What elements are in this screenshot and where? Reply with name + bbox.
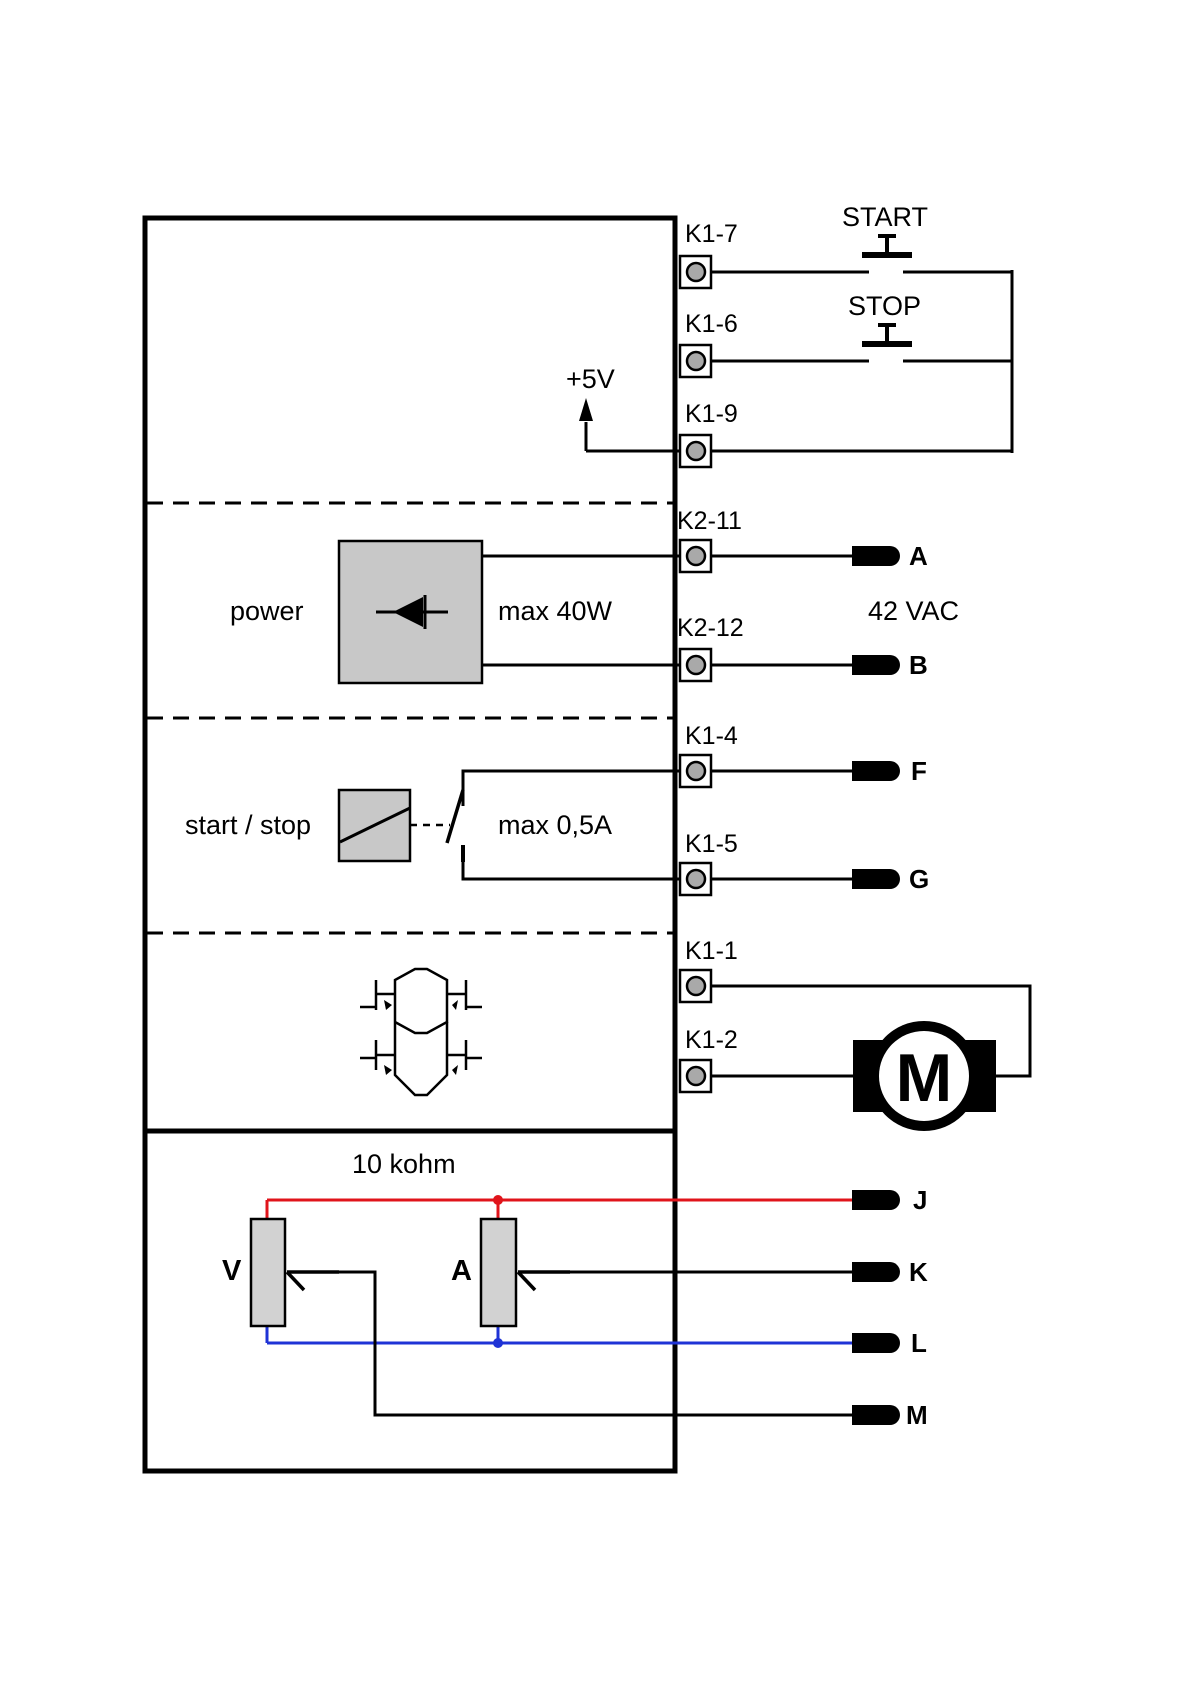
terminal-k1-4 bbox=[680, 755, 711, 787]
terminal-k1-7 bbox=[680, 256, 711, 288]
h-bridge-icon bbox=[360, 969, 482, 1095]
terminal-k1-6 bbox=[680, 345, 711, 377]
connector-j bbox=[852, 1190, 900, 1210]
potentiometer-a bbox=[481, 1219, 516, 1326]
max-power-label: max 40W bbox=[498, 596, 613, 626]
terminal-label-k1-9: K1-9 bbox=[685, 400, 738, 428]
pot-v-label: V bbox=[222, 1255, 242, 1287]
terminal-label-k1-1: K1-1 bbox=[685, 937, 738, 965]
terminal-k1-1 bbox=[680, 970, 711, 1002]
terminal-k2-11 bbox=[680, 540, 711, 572]
terminal-k1-5 bbox=[680, 863, 711, 895]
stop-button-label: STOP bbox=[848, 291, 921, 321]
connector-m bbox=[852, 1405, 900, 1425]
connector-b bbox=[852, 655, 900, 675]
connector-label-k: K bbox=[909, 1257, 928, 1287]
start-button-label: START bbox=[842, 202, 928, 232]
connector-label-m: M bbox=[906, 1400, 928, 1430]
connector-f bbox=[852, 761, 900, 781]
vac-label: 42 VAC bbox=[868, 596, 959, 626]
connector-label-j: J bbox=[913, 1185, 927, 1215]
connector-g bbox=[852, 869, 900, 889]
connector-k bbox=[852, 1262, 900, 1282]
wiper-v-icon bbox=[287, 1272, 339, 1290]
plus5v-label: +5V bbox=[566, 364, 615, 394]
terminal-label-k1-5: K1-5 bbox=[685, 830, 738, 858]
pot-a-label: A bbox=[451, 1255, 472, 1287]
connector-l bbox=[852, 1333, 900, 1353]
motor-label: M bbox=[896, 1040, 953, 1116]
stop-button-symbol bbox=[862, 325, 912, 344]
relay-coil-icon bbox=[339, 790, 410, 861]
terminal-label-k1-4: K1-4 bbox=[685, 722, 738, 750]
terminal-k1-2 bbox=[680, 1060, 711, 1092]
power-label: power bbox=[230, 596, 304, 626]
connector-label-g: G bbox=[909, 864, 929, 894]
start-stop-label: start / stop bbox=[185, 810, 311, 840]
max-current-label: max 0,5A bbox=[498, 810, 612, 840]
connector-label-a: A bbox=[909, 541, 928, 571]
terminal-label-k1-2: K1-2 bbox=[685, 1026, 738, 1054]
terminal-label-k2-11: K2-11 bbox=[677, 507, 742, 535]
connector-label-b: B bbox=[909, 650, 928, 680]
terminal-k1-9 bbox=[680, 435, 711, 467]
potentiometer-v bbox=[251, 1219, 285, 1326]
connector-a bbox=[852, 546, 900, 566]
plus5v-arrow bbox=[579, 398, 593, 451]
terminal-label-k1-7: K1-7 bbox=[685, 220, 738, 248]
terminal-label-k2-12: K2-12 bbox=[677, 614, 744, 642]
blue-junction bbox=[493, 1338, 503, 1348]
red-junction bbox=[493, 1195, 503, 1205]
pot-value-label: 10 kohm bbox=[352, 1149, 456, 1179]
terminal-label-k1-6: K1-6 bbox=[685, 310, 738, 338]
connector-label-f: F bbox=[911, 756, 927, 786]
start-button-symbol bbox=[862, 236, 912, 255]
wiper-a-icon bbox=[518, 1272, 570, 1290]
terminal-k2-12 bbox=[680, 649, 711, 681]
connector-label-l: L bbox=[911, 1328, 927, 1358]
